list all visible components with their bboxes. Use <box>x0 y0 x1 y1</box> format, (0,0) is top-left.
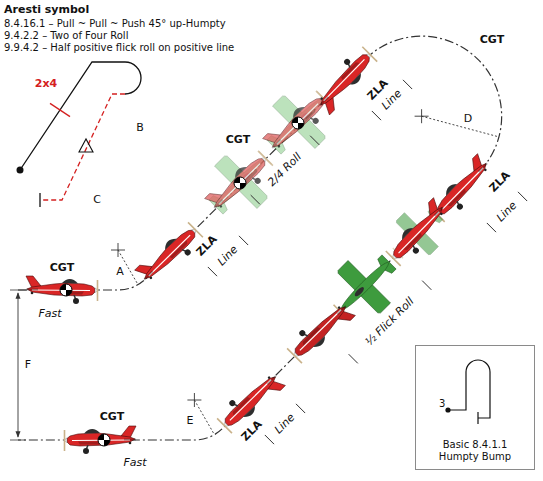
dimension-letter: D <box>464 113 472 125</box>
flight-path <box>18 36 502 440</box>
dimension-letter: C <box>93 194 101 206</box>
aircraft-flick <box>383 198 453 268</box>
figure-code: 9.4.2.2 – Two of Four Roll <box>4 30 128 41</box>
figure-code: 9.9.4.2 – Half positive flick roll on po… <box>4 42 234 53</box>
label-wrap: ZLA <box>194 233 219 258</box>
label-wrap: A <box>116 266 124 278</box>
label-wrap: Line <box>273 412 298 437</box>
aircraft <box>135 220 205 290</box>
segment-label: Line <box>495 200 520 225</box>
roll-symbol <box>50 103 70 116</box>
segment-tick <box>518 192 527 201</box>
segment-tick <box>487 223 496 232</box>
segment-tick <box>349 354 358 363</box>
label-wrap: CGT <box>100 411 124 423</box>
label-wrap: C <box>93 194 101 206</box>
attitude-note: ZLA <box>239 418 264 443</box>
label-wrap: CGT <box>480 34 504 46</box>
segment-tick <box>372 111 381 120</box>
segment-tick <box>403 80 412 89</box>
symbol-end-bar <box>477 412 478 424</box>
aircraft-flick <box>381 197 454 270</box>
aircraft <box>310 45 380 115</box>
inset-box: 3Basic 8.4.1.1 Humpty Bump <box>415 345 535 470</box>
height-dimension <box>18 293 19 437</box>
segment-tick <box>296 404 305 413</box>
aresti-end-bar <box>39 193 40 207</box>
title-wrap: Aresti symbol <box>4 4 89 16</box>
aircraft <box>65 426 137 454</box>
segment-tick <box>239 236 248 245</box>
label-wrap: Line <box>495 200 520 225</box>
label-wrap: 8.4.16.1 – Pull ~ Pull ~ Push 45° up-Hum… <box>4 18 226 29</box>
humpty-symbol <box>448 360 490 418</box>
flick-triangle <box>79 139 93 152</box>
speed-note: CGT <box>100 411 124 423</box>
label-wrap: ZLA <box>239 418 264 443</box>
cg-symbol <box>60 284 72 296</box>
element-label: 2/4 Roll <box>266 151 304 189</box>
callout-number: 3 <box>439 398 445 409</box>
segment-label: Line <box>216 244 241 269</box>
label-wrap: Line <box>216 244 241 269</box>
label-wrap: Fast <box>38 308 61 320</box>
roll-notation: 2x4 <box>35 78 57 90</box>
aresti-upline <box>20 62 141 170</box>
speed-note: Fast <box>38 308 61 320</box>
dimension-letter: A <box>116 266 124 278</box>
label-wrap: 2/4 Roll <box>266 151 304 189</box>
key-heading: Aresti symbol <box>4 4 89 16</box>
aircraft-flick <box>285 296 355 366</box>
label-wrap: D <box>464 113 472 125</box>
speed-note: CGT <box>480 34 504 46</box>
label-wrap: B <box>136 122 144 134</box>
label-wrap: ZLA <box>487 169 512 194</box>
attitude-note: ZLA <box>487 169 512 194</box>
label-wrap: E <box>187 415 194 427</box>
cg-symbol <box>234 177 246 189</box>
segment-tick <box>251 195 260 204</box>
segment-tick <box>265 435 274 444</box>
cg-symbol <box>98 434 110 446</box>
label-wrap: Fast <box>123 457 146 469</box>
dimension-letter: B <box>136 122 144 134</box>
dimension-letter: E <box>187 415 194 427</box>
cg-symbol <box>292 117 304 129</box>
speed-note: Fast <box>123 457 146 469</box>
label-wrap: 2x4 <box>35 78 57 90</box>
attitude-note: ZLA <box>194 233 219 258</box>
radius-line <box>422 116 499 137</box>
label-wrap: 9.4.2.2 – Two of Four Roll <box>4 30 128 41</box>
label-wrap: CGT <box>226 134 250 146</box>
segment-ticks <box>208 80 527 444</box>
figure-code: 8.4.16.1 – Pull ~ Pull ~ Push 45° up-Hum… <box>4 18 226 29</box>
aircraft <box>26 276 98 304</box>
aircraft-ghost <box>205 148 275 218</box>
aresti-downline <box>42 94 125 200</box>
radius-line <box>194 400 214 435</box>
dimension-letter: F <box>25 359 31 371</box>
segment-tick <box>310 136 319 145</box>
label-wrap: CGT <box>50 262 74 274</box>
dimension-tick <box>10 290 26 440</box>
segment-tick <box>208 267 217 276</box>
inset-caption: Basic 8.4.1.1 Humpty Bump <box>427 439 523 463</box>
label-wrap: 9.9.4.2 – Half positive flick roll on po… <box>4 42 234 53</box>
speed-note: CGT <box>226 134 250 146</box>
label-wrap: F <box>25 359 31 371</box>
segment-tick <box>422 281 431 290</box>
speed-note: CGT <box>50 262 74 274</box>
segment-label: Line <box>273 412 298 437</box>
